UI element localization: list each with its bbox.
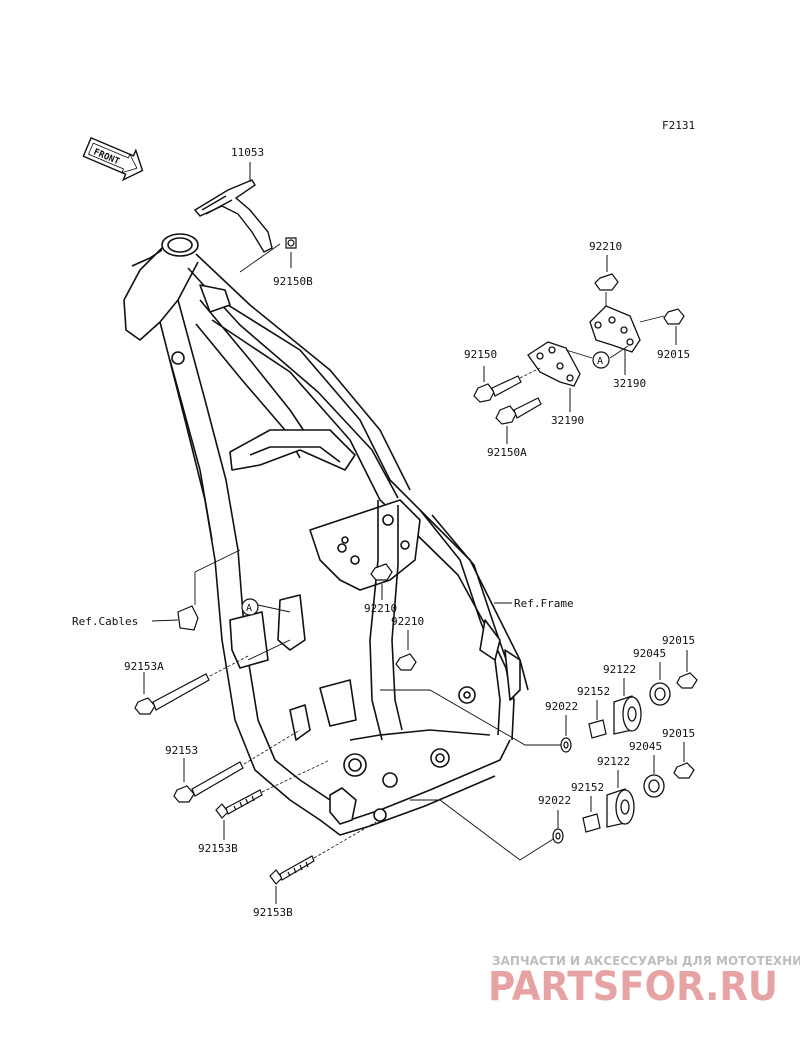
part-label-11053: 11053 (231, 146, 264, 159)
washer-92022-r2 (552, 828, 564, 844)
part-label-92153a: 92153A (124, 660, 164, 673)
nut-92015-upper (663, 308, 685, 325)
bearing-92045-r2 (643, 774, 665, 798)
collar-92122-r2 (606, 788, 635, 828)
part-label-92152-r1: 92152 (577, 685, 610, 698)
part-label-92210-upper: 92210 (589, 240, 622, 253)
part-label-92045-r1: 92045 (633, 647, 666, 660)
bracket-32190-left (527, 341, 581, 387)
callout-a-lower: A (241, 598, 259, 616)
bolt-92153 (173, 761, 244, 803)
part-label-92022-r2: 92022 (538, 794, 571, 807)
bolt-92150b (285, 237, 297, 249)
bolt-92150 (473, 375, 522, 403)
collar-92122-r1 (613, 695, 642, 735)
washer-92022-r1 (560, 737, 572, 753)
svg-text:A: A (246, 603, 252, 614)
nut-92015-r1 (676, 672, 698, 689)
part-label-92153b-lower: 92153B (253, 906, 293, 919)
part-label-92150a: 92150A (487, 446, 527, 459)
bolt-92153a (134, 673, 210, 715)
part-label-92015-r1: 92015 (662, 634, 695, 647)
svg-text:A: A (597, 356, 603, 367)
sleeve-92152-r2 (582, 813, 601, 833)
bolt-92150a (495, 397, 542, 425)
ref-frame-label: Ref.Frame (514, 597, 574, 610)
part-label-92122-r1: 92122 (603, 663, 636, 676)
watermark-caption: ЗАПЧАСТИ И АКСЕССУАРЫ ДЛЯ МОТОТЕХНИКИ (492, 954, 800, 968)
front-arrow-icon: FRONT (82, 136, 144, 182)
bolt-92153b-upper (215, 789, 263, 819)
nut-92210-center2 (395, 653, 417, 671)
part-label-92153: 92153 (165, 744, 198, 757)
part-label-92153b-upper: 92153B (198, 842, 238, 855)
cable-clamp-icon (177, 605, 199, 631)
part-label-92022-r1: 92022 (545, 700, 578, 713)
frame-guard-part (193, 179, 273, 253)
nut-92210-upper (594, 273, 619, 291)
part-label-92015-upper: 92015 (657, 348, 690, 361)
part-label-32190-left: 32190 (551, 414, 584, 427)
part-label-92045-r2: 92045 (629, 740, 662, 753)
sleeve-92152-r1 (588, 719, 607, 739)
part-label-92150b: 92150B (273, 275, 313, 288)
part-label-92152-r2: 92152 (571, 781, 604, 794)
part-label-92122-r2: 92122 (597, 755, 630, 768)
nut-92210-center (370, 563, 393, 581)
part-label-92015-r2: 92015 (662, 727, 695, 740)
bolt-92153b-lower (269, 855, 315, 885)
part-label-92210-center2: 92210 (391, 615, 424, 628)
watermark-brand: PARTSFOR.RU (488, 964, 778, 1010)
bearing-92045-r1 (649, 682, 671, 706)
part-label-92150: 92150 (464, 348, 497, 361)
callout-a-upper: A (592, 351, 610, 369)
part-label-92210-center: 92210 (364, 602, 397, 615)
ref-cables-label: Ref.Cables (72, 615, 138, 628)
part-label-32190-right: 32190 (613, 377, 646, 390)
bracket-32190-right (589, 305, 641, 353)
figure-code: F2131 (662, 119, 695, 132)
nut-92015-r2 (673, 762, 695, 779)
motorcycle-frame (123, 233, 529, 836)
